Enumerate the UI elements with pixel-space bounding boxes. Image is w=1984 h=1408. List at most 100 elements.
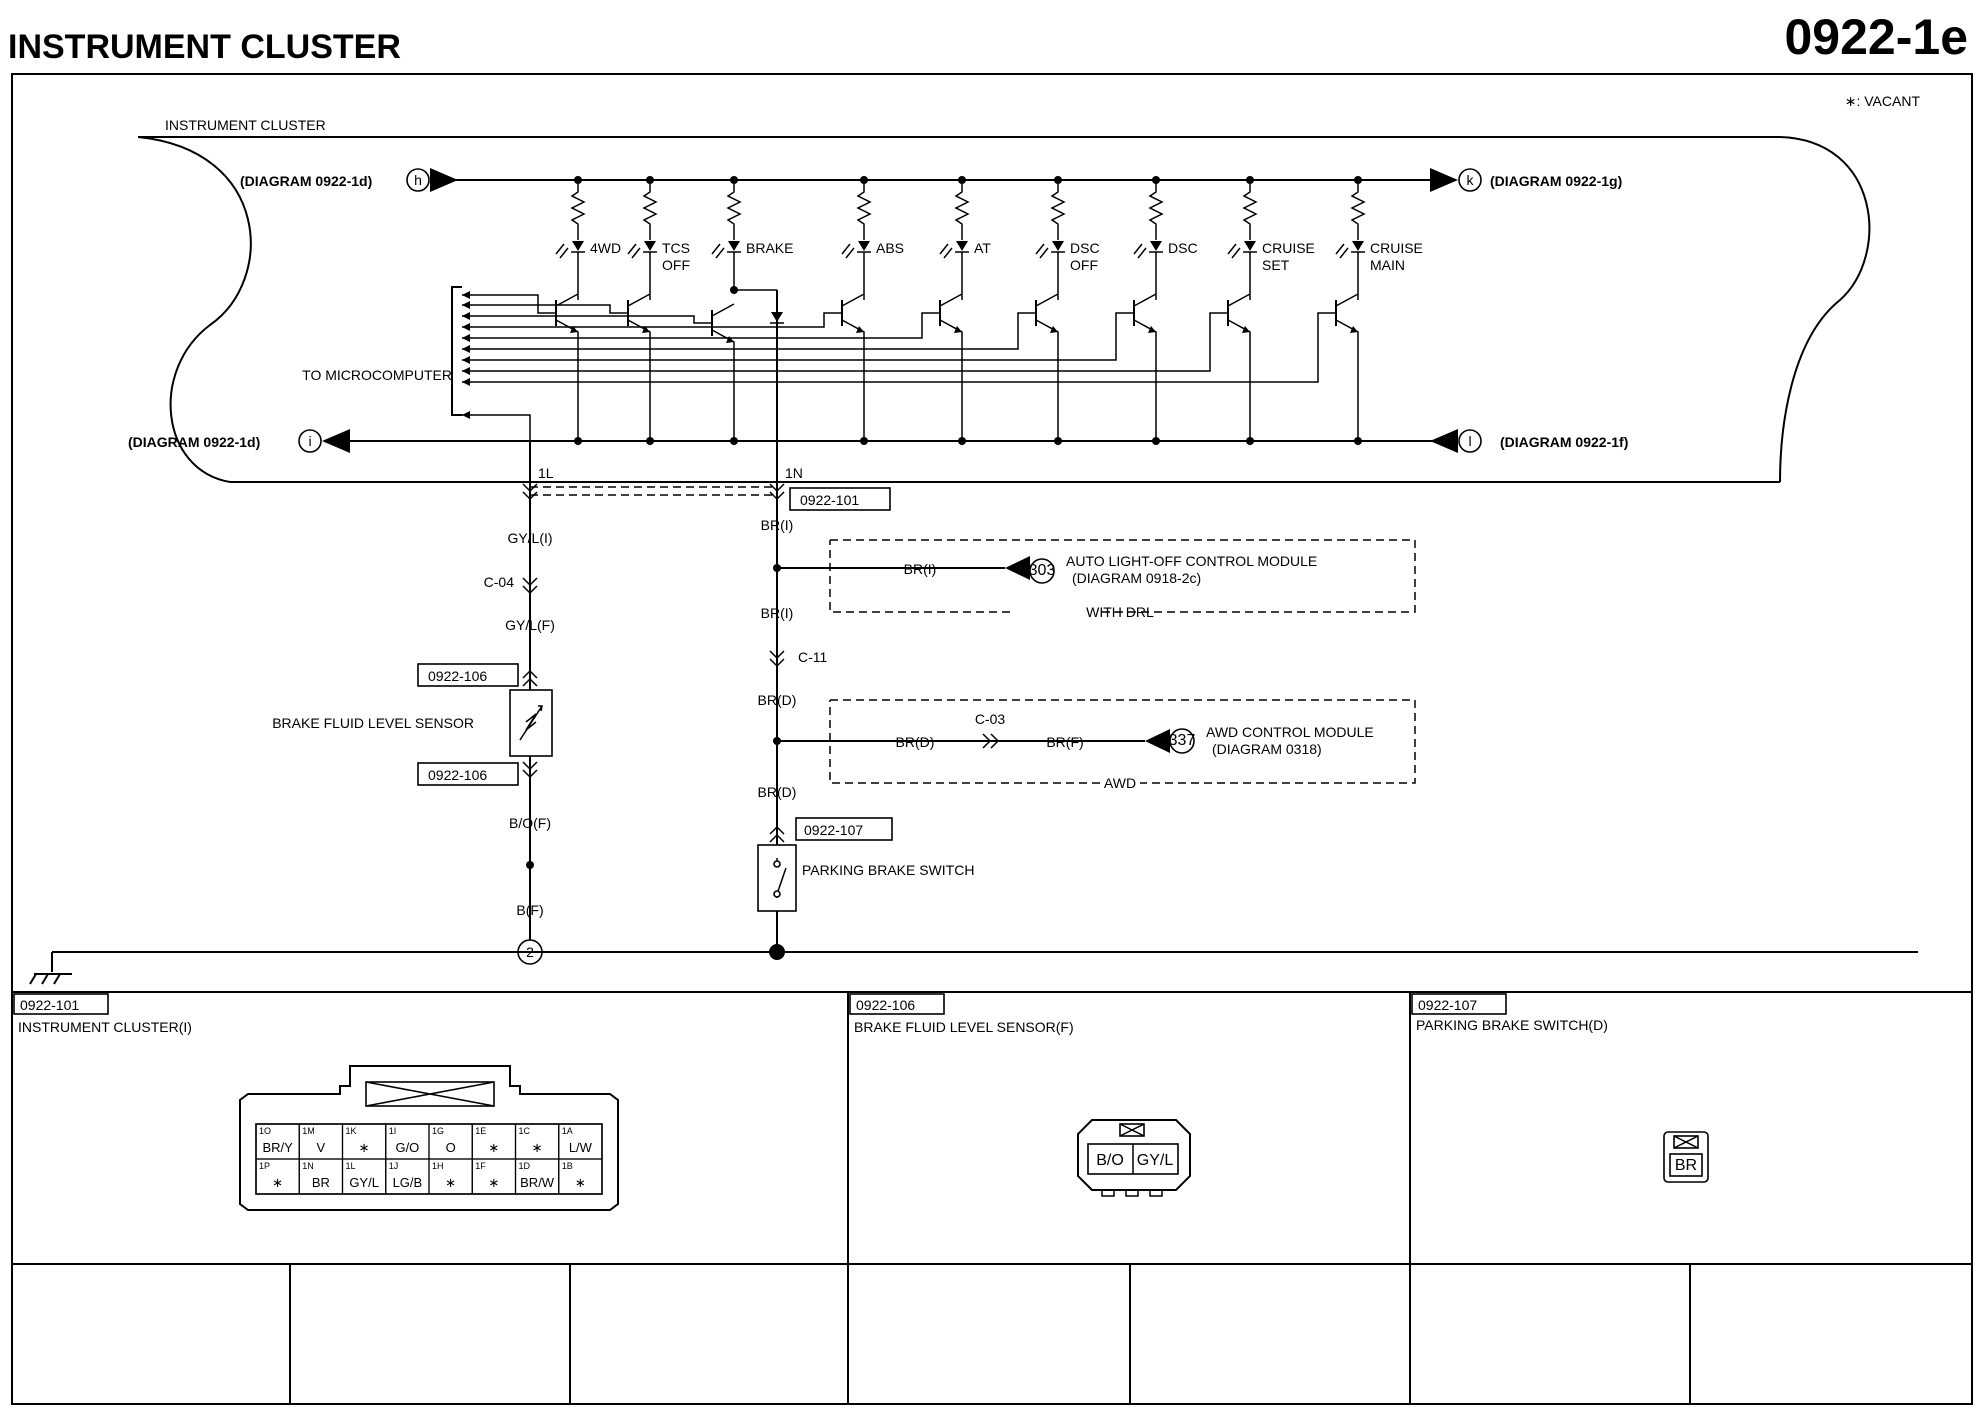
panel-106-ref: 0922-106 [856, 997, 915, 1013]
resistor-icon [1148, 180, 1164, 240]
indicator-label-line2: SET [1262, 257, 1290, 273]
connector-ref-101: 0922-101 [800, 492, 859, 508]
led-icon [858, 241, 870, 251]
parking-brake-switch-symbol[interactable] [757, 844, 797, 912]
wire-bo-f: B/O(F) [509, 815, 551, 831]
pin-1l-label: 1L [538, 465, 554, 481]
arrow-left-icon [1145, 729, 1170, 753]
led-icon [728, 241, 740, 251]
pin-number: 1O [259, 1126, 271, 1136]
connector-panel-107[interactable]: 0922-107 PARKING BRAKE SWITCH(D) BR [1411, 993, 1709, 1183]
indicator-label: CRUISE [1370, 240, 1423, 256]
pin-number: 1P [259, 1161, 270, 1171]
connector-chevron-icon [769, 825, 785, 843]
pin-number: 1I [389, 1126, 397, 1136]
pin-number: 1A [562, 1126, 573, 1136]
arrow-left-icon [462, 411, 470, 419]
emitter-arrow-icon [642, 326, 650, 333]
sensor-ref-top: 0922-106 [428, 668, 487, 684]
diagram-number: 0922-1e [1785, 9, 1969, 65]
emitter-arrow-icon [570, 326, 578, 333]
pin-number: 1D [519, 1161, 531, 1171]
ground-icon [29, 952, 72, 985]
switch-ref: 0922-107 [804, 822, 863, 838]
led-icon [1052, 241, 1064, 251]
pin-wire-color: ∗ [488, 1175, 499, 1190]
base-signal-wire [462, 312, 1134, 361]
pin-number: 1H [432, 1161, 444, 1171]
connector-chevron-icon [522, 669, 538, 687]
indicator-dsc: DSC [462, 176, 1198, 445]
awd-module-name[interactable]: AWD CONTROL MODULE [1206, 724, 1374, 740]
pin-wire-color: ∗ [532, 1140, 543, 1155]
led-icon [956, 241, 968, 251]
pin-1l-signal-wire [462, 414, 531, 441]
panel-ref-box [13, 993, 109, 1015]
drl-badge: 303 [1029, 562, 1056, 579]
ref-k-circle [1458, 168, 1482, 192]
base-signal-wire [462, 312, 940, 339]
emitter-arrow-icon [1148, 326, 1156, 333]
arrow-left-icon [462, 378, 470, 386]
lock-cross-icon [1119, 1123, 1145, 1137]
connector-panel-106[interactable]: 0922-106 BRAKE FLUID LEVEL SENSOR(F) B/O… [849, 993, 1191, 1197]
pin-number: 1L [346, 1161, 356, 1171]
lock-cross-icon [365, 1081, 495, 1107]
pin-wire-color: ∗ [445, 1175, 456, 1190]
awd-module-diagram[interactable]: (DIAGRAM 0318) [1212, 741, 1322, 757]
cluster-outline [137, 136, 1871, 483]
light-emission-icon [627, 243, 641, 259]
light-emission-icon [711, 243, 725, 259]
connector-ref-box [789, 487, 891, 511]
light-emission-icon [1227, 243, 1241, 259]
light-emission-icon [555, 243, 569, 259]
wire-br-i-2: BR(I) [761, 605, 794, 621]
ref-h-letter: h [414, 172, 422, 188]
led-icon [1150, 241, 1162, 251]
pin-wire-color: GY/L [349, 1175, 379, 1190]
pin-wire-color: G/O [395, 1140, 419, 1155]
ref-k-connector[interactable]: k (DIAGRAM 0922-1g) [1430, 168, 1622, 192]
resistor-icon [1242, 180, 1258, 240]
base-signal-wire [462, 312, 842, 328]
drl-wire-label: BR(I) [904, 561, 937, 577]
panel-107-title: PARKING BRAKE SWITCH(D) [1416, 1017, 1608, 1033]
drl-module-name[interactable]: AUTO LIGHT-OFF CONTROL MODULE [1066, 553, 1317, 569]
connector-chevron-icon [522, 761, 538, 779]
panel-101-title: INSTRUMENT CLUSTER(I) [18, 1019, 192, 1035]
wire-br-i-1: BR(I) [761, 517, 794, 533]
ref-h-connector[interactable]: (DIAGRAM 0922-1d) h [240, 168, 458, 192]
pin-number: 1K [346, 1126, 357, 1136]
pin-wire-color: ∗ [359, 1140, 370, 1155]
pin-wire-color: ∗ [488, 1140, 499, 1155]
light-emission-icon [1335, 243, 1349, 259]
ref-l-connector[interactable]: l (DIAGRAM 0922-1f) [1430, 429, 1628, 453]
ref-i-text: (DIAGRAM 0922-1d) [128, 434, 260, 450]
panel-ref-box [1411, 993, 1507, 1015]
resistor-icon [1350, 180, 1366, 240]
indicator-label: 4WD [590, 240, 621, 256]
sensor-label: BRAKE FLUID LEVEL SENSOR [272, 715, 474, 731]
pin-wire-color: BR/Y [262, 1140, 293, 1155]
light-emission-icon [1133, 243, 1147, 259]
connector-107-pin-face [1669, 1153, 1703, 1177]
ref-k-text: (DIAGRAM 0922-1g) [1490, 173, 1622, 189]
base-signal-wire [462, 312, 1228, 372]
microcomputer-label: TO MICROCOMPUTER [302, 367, 452, 383]
cluster-label: INSTRUMENT CLUSTER [165, 117, 326, 133]
transistor-icon [841, 293, 865, 441]
wire-br-d-1: BR(D) [758, 692, 797, 708]
vacant-legend: ∗: VACANT [1845, 93, 1921, 109]
connector-group-dashes [530, 486, 777, 496]
drl-module-diagram[interactable]: (DIAGRAM 0918-2c) [1072, 570, 1201, 586]
ref-h-text: (DIAGRAM 0922-1d) [240, 173, 372, 189]
led-icon [1352, 241, 1364, 251]
ref-i-connector[interactable]: (DIAGRAM 0922-1d) i [128, 429, 350, 453]
connector-panel-101[interactable]: 0922-101 INSTRUMENT CLUSTER(I) 1OBR/Y1MV… [13, 993, 619, 1211]
wire-b-f: B(F) [516, 902, 543, 918]
sensor-ref-bottom: 0922-106 [428, 767, 487, 783]
panel-ref-box [849, 993, 945, 1015]
connector-latch-feet [1101, 1190, 1163, 1197]
ref-i-circle [298, 429, 322, 453]
